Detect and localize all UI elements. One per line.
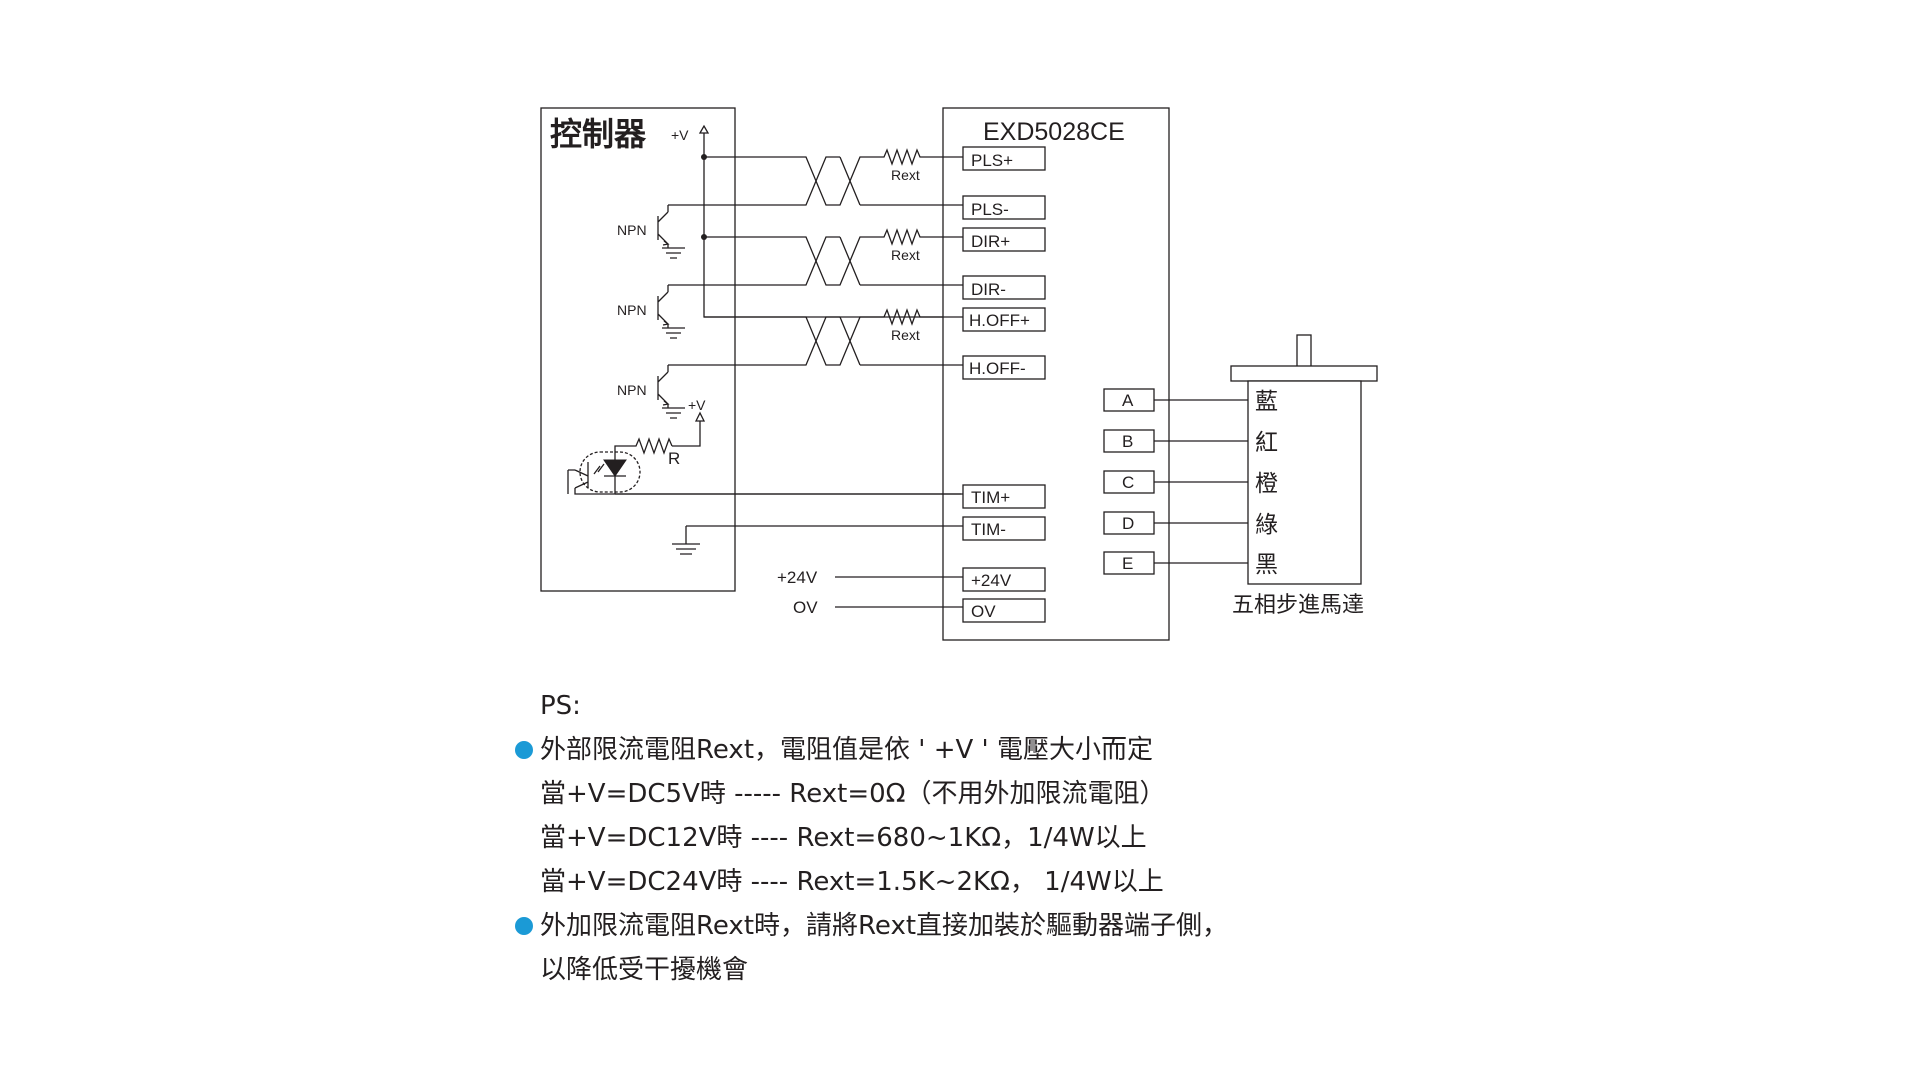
note-line-1: 外部限流電阻Rext，電阻值是依 ' +V ' 電壓大小而定	[515, 728, 1228, 772]
dir-minus-wire	[668, 236, 963, 286]
motor-terminal-a-label: A	[1122, 391, 1134, 410]
motor-terminal-c-label: C	[1122, 473, 1134, 492]
motor-terminal-b-label: B	[1122, 432, 1133, 451]
wire-color-blue: 藍	[1255, 389, 1278, 415]
controller-title: 控制器	[550, 115, 647, 153]
bullet-dot-icon	[515, 917, 533, 935]
terminal-hoff-minus-label: H.OFF-	[969, 359, 1026, 378]
power-ov-label: OV	[793, 598, 818, 617]
npn-transistor-3	[657, 365, 685, 419]
terminal-pls-plus	[962, 146, 1046, 171]
note-line-3: 當+V=DC12V時 ---- Rext=680~1KΩ，1/4W以上	[540, 816, 1228, 860]
terminal-24v-label: +24V	[971, 571, 1012, 590]
hoff-plus-wire	[704, 316, 880, 366]
motor-terminal-d-label: D	[1122, 514, 1134, 533]
rext-resistor-1	[880, 148, 963, 166]
vplus-label-bottom: +V	[688, 397, 706, 413]
motor-body	[1247, 380, 1362, 585]
npn-label-1: NPN	[617, 222, 647, 238]
pls-plus-wire	[704, 156, 880, 206]
terminal-tim-plus	[962, 484, 1046, 509]
bullet-dot-icon	[515, 741, 533, 759]
motor-wires	[1154, 399, 1248, 564]
resistor-r	[614, 437, 673, 456]
terminal-pls-minus-label: PLS-	[971, 200, 1009, 219]
terminal-dir-minus	[962, 275, 1046, 300]
npn-label-3: NPN	[617, 382, 647, 398]
r-label: R	[668, 449, 680, 468]
rext-resistor-3	[880, 308, 963, 326]
terminal-tim-plus-label: TIM+	[971, 488, 1010, 507]
wire-color-green: 綠	[1255, 512, 1278, 538]
terminal-ov-label: OV	[971, 602, 996, 621]
hoff-minus-wire	[668, 316, 963, 366]
vplus-arrow-bottom	[672, 411, 706, 447]
rext-label-2: Rext	[891, 247, 920, 263]
terminal-dir-plus-label: DIR+	[971, 232, 1010, 251]
rext-resistor-2	[880, 228, 963, 246]
wire-color-black: 黑	[1255, 552, 1278, 578]
terminal-hoff-plus	[962, 307, 1046, 332]
tim-minus-wire	[672, 525, 963, 555]
pls-minus-wire	[668, 156, 963, 206]
terminal-pls-minus	[962, 195, 1046, 220]
motor-label: 五相步進馬達	[1232, 593, 1364, 618]
note-line-5: 外加限流電阻Rext時，請將Rext直接加裝於驅動器端子側，	[515, 904, 1228, 948]
rext-label-3: Rext	[891, 327, 920, 343]
wire-color-orange: 橙	[1255, 471, 1278, 497]
note-text: 當+V=DC24V時 ---- Rext=1.5K~2KΩ， 1/4W以上	[540, 867, 1164, 897]
notes-section: PS: 外部限流電阻Rext，電阻值是依 ' +V ' 電壓大小而定 當+V=D…	[515, 684, 1228, 992]
vplus-label-top: +V	[671, 127, 689, 143]
dir-plus-wire	[704, 236, 880, 286]
npn-transistor-1	[657, 205, 685, 259]
note-line-2: 當+V=DC5V時 ----- Rext=0Ω（不用外加限流電阻）	[540, 772, 1228, 816]
power-24v-label: +24V	[777, 568, 818, 587]
vplus-arrow-top	[698, 124, 710, 158]
terminal-hoff-minus	[962, 355, 1046, 380]
motor-flange	[1230, 365, 1378, 382]
notes-heading: PS:	[540, 691, 581, 721]
motor-terminal-e-label: E	[1122, 554, 1133, 573]
terminal-tim-minus-label: TIM-	[971, 520, 1006, 539]
terminal-tim-minus	[962, 516, 1046, 541]
terminal-pls-plus-label: PLS+	[971, 151, 1013, 170]
note-text: 外部限流電阻Rext，電阻值是依 ' +V ' 電壓大小而定	[540, 735, 1153, 765]
wiring-diagram: 控制器 +V EXD5028CE Rext Rext Rext NPN NPN …	[540, 107, 1378, 641]
note-text: 當+V=DC12V時 ---- Rext=680~1KΩ，1/4W以上	[540, 823, 1147, 853]
wire-color-red: 紅	[1255, 430, 1278, 456]
rext-label-1: Rext	[891, 167, 920, 183]
terminal-24v	[962, 567, 1046, 592]
note-line-4: 當+V=DC24V時 ---- Rext=1.5K~2KΩ， 1/4W以上	[540, 860, 1228, 904]
optocoupler	[567, 451, 961, 495]
terminal-ov	[962, 598, 1046, 623]
npn-label-2: NPN	[617, 302, 647, 318]
controller-box	[540, 107, 736, 592]
terminal-dir-plus	[962, 227, 1046, 252]
note-text: 外加限流電阻Rext時，請將Rext直接加裝於驅動器端子側，	[540, 911, 1229, 941]
terminal-hoff-plus-label: H.OFF+	[969, 311, 1030, 330]
driver-title: EXD5028CE	[983, 118, 1125, 146]
terminal-dir-minus-label: DIR-	[971, 280, 1006, 299]
motor-shaft	[1296, 334, 1312, 368]
note-line-6: 以降低受干擾機會	[540, 948, 1228, 992]
npn-transistor-2	[657, 285, 685, 339]
note-text: 當+V=DC5V時 ----- Rext=0Ω（不用外加限流電阻）	[540, 779, 1166, 809]
note-text: 以降低受干擾機會	[540, 955, 749, 985]
